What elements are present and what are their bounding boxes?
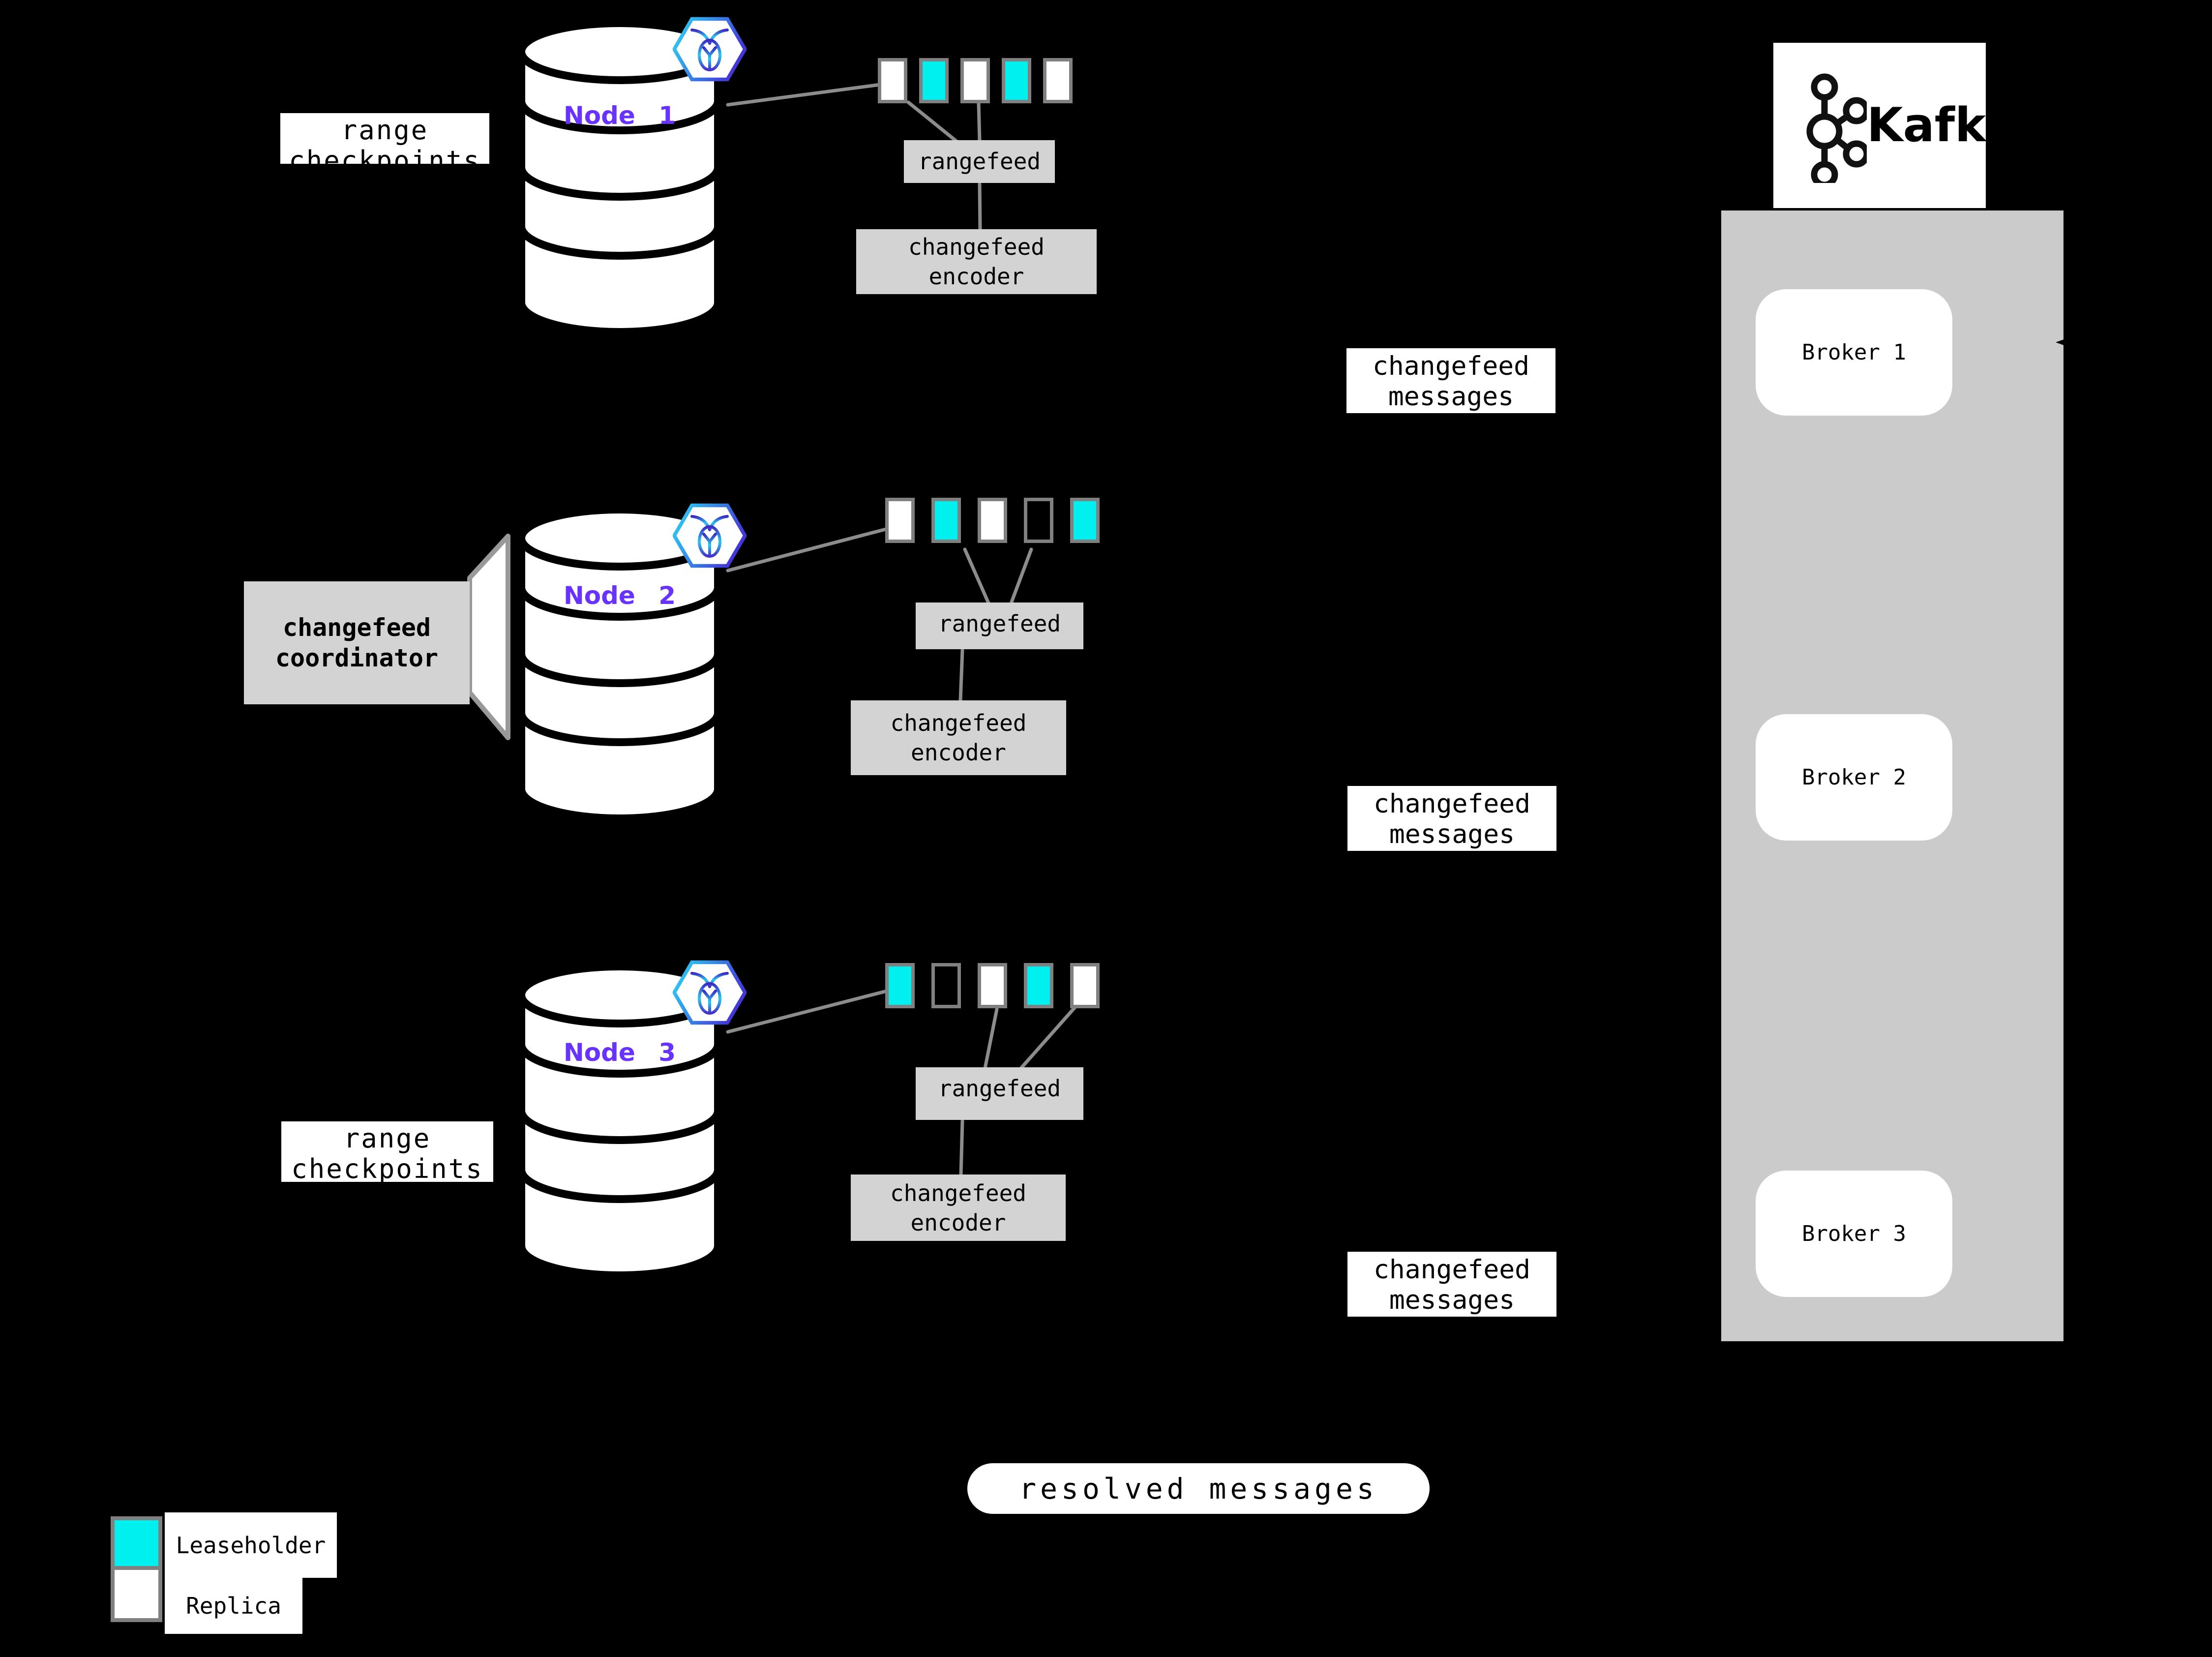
node3-label: Node 3: [563, 1038, 676, 1067]
rangefeed-box-node2: rangefeed: [916, 603, 1083, 649]
kafka-broker-3: Broker 3: [1756, 1171, 1952, 1297]
replica-square: [885, 498, 915, 543]
leaseholder-square: [1070, 498, 1100, 543]
legend-leaseholder-label: Leaseholder: [165, 1512, 337, 1578]
cockroachdb-icon: [673, 503, 747, 568]
changefeed-messages-label-2: changefeed messages: [1347, 786, 1556, 851]
leaseholder-square: [931, 498, 961, 543]
range-squares-node3: [885, 963, 1100, 1008]
changefeed-encoder-box-node2: changefeed encoder: [851, 700, 1066, 775]
range-squares-node2: [885, 498, 1100, 543]
legend-replica-swatch: [111, 1566, 162, 1622]
leaseholder-square: [1002, 58, 1031, 103]
rangefeed-box-node3: rangefeed: [916, 1067, 1083, 1120]
resolved-messages-label: resolved messages: [967, 1463, 1430, 1514]
leaseholder-square: [919, 58, 949, 103]
node2-label: Node 2: [563, 581, 676, 610]
changefeed-coordinator-label: changefeed coordinator: [244, 581, 470, 704]
changefeed-encoder-box-node1: changefeed encoder: [856, 229, 1097, 294]
database-cylinder-icon: [517, 506, 722, 821]
replica-square: [1070, 963, 1100, 1008]
kafka-title: Kafka: [1867, 98, 2018, 152]
legend-leaseholder-swatch: [111, 1516, 162, 1570]
leaseholder-square: [1024, 963, 1053, 1008]
replica-square: [1043, 58, 1073, 103]
rangefeed-box-node1: rangefeed: [904, 140, 1055, 183]
kafka-broker-2: Broker 2: [1756, 714, 1952, 841]
cockroachdb-icon: [673, 17, 747, 82]
range-checkpoints-label-node1: range checkpoints: [280, 113, 489, 164]
range-squares-node1: [878, 58, 1073, 103]
replica-square: [960, 58, 990, 103]
changefeed-messages-label-1: changefeed messages: [1346, 348, 1555, 413]
leaseholder-square: [885, 963, 915, 1008]
node1-label: Node 1: [563, 101, 676, 130]
kafka-logo-box: Kafka: [1773, 43, 2017, 208]
kafka-logo-icon: [1806, 73, 1867, 183]
cockroachdb-icon: [673, 960, 747, 1025]
kafka-broker-1: Broker 1: [1756, 289, 1952, 416]
coordinator-wedge: [467, 534, 510, 740]
empty-square: [1024, 498, 1053, 543]
database-cylinder-icon: [517, 20, 722, 334]
changefeed-messages-label-3: changefeed messages: [1347, 1252, 1556, 1317]
range-checkpoints-label-node3: range checkpoints: [281, 1121, 493, 1182]
database-cylinder-icon: [517, 963, 722, 1278]
replica-square: [878, 58, 907, 103]
replica-square: [978, 498, 1007, 543]
legend-replica-label: Replica: [165, 1578, 302, 1634]
empty-square: [931, 963, 961, 1008]
replica-square: [978, 963, 1007, 1008]
changefeed-encoder-box-node3: changefeed encoder: [851, 1175, 1066, 1241]
